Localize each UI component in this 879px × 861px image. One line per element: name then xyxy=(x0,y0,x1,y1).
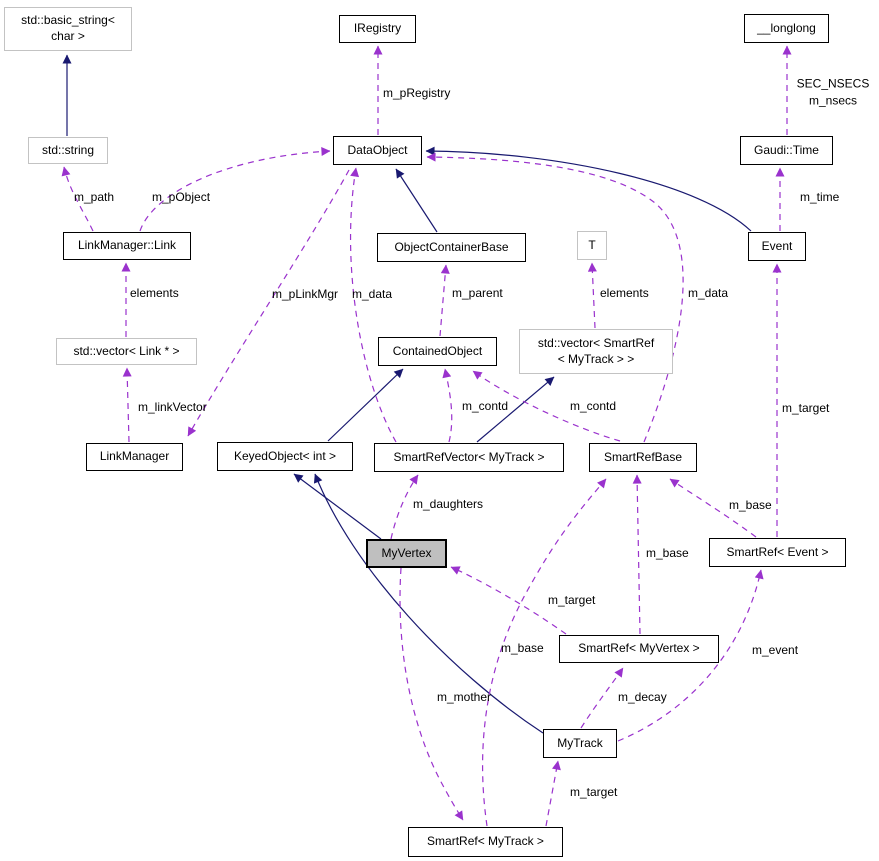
node-linkmanager[interactable]: LinkManager xyxy=(86,443,183,471)
node-myvertex: MyVertex xyxy=(366,539,447,568)
edge-usage-m-daughters xyxy=(390,474,419,540)
edge-label-m-target-myvertex: m_target xyxy=(548,593,596,607)
edge-label-m-base-myvertex: m_base xyxy=(646,546,689,560)
edge-label-elements-link: elements xyxy=(130,286,179,300)
edge-label-m-target-mytrack: m_target xyxy=(570,785,618,799)
node-smartref-mytrack[interactable]: SmartRef< MyTrack > xyxy=(408,827,563,857)
edge-usage-m-target-mytrack xyxy=(545,760,561,827)
edge-usage-elements-t xyxy=(587,262,597,329)
node-smartref-event[interactable]: SmartRef< Event > xyxy=(709,538,846,567)
edge-label-m-contd-vector: m_contd xyxy=(462,399,509,413)
edge-usage-m-parent xyxy=(439,264,450,337)
node-std-basic-string[interactable]: std::basic_string< char > xyxy=(4,7,132,51)
node-t-param[interactable]: T xyxy=(577,231,607,260)
node-std-vector-smartref[interactable]: std::vector< SmartRef < MyTrack > > xyxy=(519,329,673,374)
edge-label-m-target-event: m_target xyxy=(782,401,830,415)
edge-label-m-contd-base: m_contd xyxy=(570,399,617,413)
edge-label-elements-t: elements xyxy=(600,286,649,300)
edge-usage-m-pobject xyxy=(139,146,331,232)
edge-usage-m-base-event xyxy=(669,478,757,538)
edge-label-sec-nsecs: SEC_NSECS m_nsecs xyxy=(796,76,870,108)
edge-label-m-base-event: m_base xyxy=(729,498,772,512)
edge-usage-m-contd-base xyxy=(472,370,621,442)
edge-label-m-data-vector: m_data xyxy=(352,287,393,301)
edge-label-m-event: m_event xyxy=(752,643,799,657)
edge-label-m-plinkmgr: m_pLinkMgr xyxy=(272,287,339,301)
edge-inherit-objectcontainerbase-dataobject xyxy=(395,168,438,233)
node-gaudi-time[interactable]: Gaudi::Time xyxy=(740,136,833,165)
node-dataobject[interactable]: DataObject xyxy=(333,136,422,165)
node-mytrack[interactable]: MyTrack xyxy=(543,729,617,758)
edge-usage-m-base-myvertex xyxy=(632,474,642,635)
edge-usage-m-data-vector xyxy=(349,167,397,443)
node-objectcontainerbase[interactable]: ObjectContainerBase xyxy=(377,233,526,262)
node-smartrefbase[interactable]: SmartRefBase xyxy=(589,443,697,472)
node-linkmanager-link[interactable]: LinkManager::Link xyxy=(63,232,191,260)
node-smartref-myvertex[interactable]: SmartRef< MyVertex > xyxy=(559,635,719,663)
edge-usage-m-mother xyxy=(399,567,464,821)
edge-label-m-parent: m_parent xyxy=(452,286,503,300)
edge-usage-m-plinkmgr xyxy=(187,169,350,437)
node-smartrefvector[interactable]: SmartRefVector< MyTrack > xyxy=(374,443,564,472)
edge-usage-m-decay xyxy=(580,667,624,729)
edge-label-m-linkvector: m_linkVector xyxy=(138,400,207,414)
edge-label-m-path: m_path xyxy=(74,190,115,204)
node-std-vector-link[interactable]: std::vector< Link * > xyxy=(56,338,197,365)
edge-usage-m-linkvector xyxy=(122,367,132,443)
edge-inherit-mytrack-keyedobject xyxy=(313,473,544,734)
edge-usage-m-base-mytrack xyxy=(482,478,607,827)
edge-usage-m-target-myvertex xyxy=(450,566,567,635)
edge-label-m-pregistry: m_pRegistry xyxy=(383,86,451,100)
node-std-string[interactable]: std::string xyxy=(28,137,108,164)
edge-label-m-time: m_time xyxy=(800,190,840,204)
edge-label-m-decay: m_decay xyxy=(618,690,667,704)
edge-usage-m-event xyxy=(617,569,764,742)
edge-inherit-smartrefvector-vector xyxy=(476,376,555,443)
node-event[interactable]: Event xyxy=(748,232,806,261)
edge-usage-m-data-base xyxy=(426,152,684,443)
edge-inherit-myvertex-keyedobject xyxy=(293,473,382,540)
node-longlong[interactable]: __longlong xyxy=(744,14,829,43)
edge-label-m-pobject: m_pObject xyxy=(152,190,211,204)
node-keyedobject[interactable]: KeyedObject< int > xyxy=(217,442,353,471)
edge-usage-m-contd-vector xyxy=(442,368,453,443)
edge-inherit-event-dataobject xyxy=(425,146,752,232)
edge-label-m-base-mytrack: m_base xyxy=(501,641,544,655)
edge-label-m-data-base: m_data xyxy=(688,286,729,300)
edge-label-m-mother: m_mother xyxy=(437,690,492,704)
node-containedobject[interactable]: ContainedObject xyxy=(378,337,497,366)
edge-label-m-daughters: m_daughters xyxy=(413,497,484,511)
node-iregistry[interactable]: IRegistry xyxy=(339,15,416,43)
edge-usage-m-path xyxy=(61,166,94,232)
edge-inherit-keyedobject-containedobject xyxy=(327,368,404,442)
